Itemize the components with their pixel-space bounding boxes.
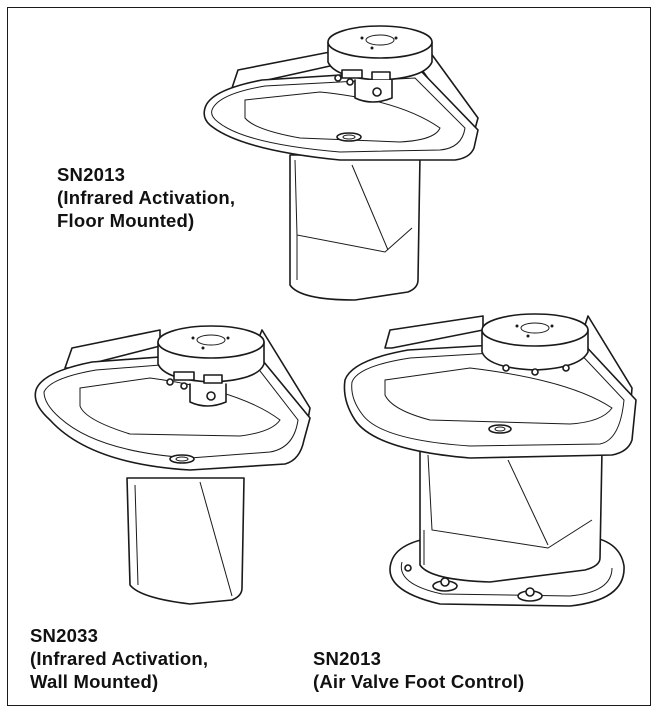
caption-mounting: Wall Mounted) <box>30 671 159 692</box>
caption-model: SN2033 <box>30 625 99 646</box>
caption-control: (Air Valve Foot Control) <box>313 671 525 692</box>
caption-activation: (Infrared Activation, <box>57 187 236 208</box>
caption-activation: (Infrared Activation, <box>30 648 209 669</box>
caption-foot-control: SN2013 (Air Valve Foot Control) <box>313 647 524 693</box>
caption-floor-mounted: SN2013 (Infrared Activation, Floor Mount… <box>57 163 235 232</box>
caption-wall-mounted: SN2033 (Infrared Activation, Wall Mounte… <box>30 624 208 693</box>
figure-frame <box>7 7 651 706</box>
caption-model: SN2013 <box>313 648 382 669</box>
caption-mounting: Floor Mounted) <box>57 210 195 231</box>
caption-model: SN2013 <box>57 164 126 185</box>
